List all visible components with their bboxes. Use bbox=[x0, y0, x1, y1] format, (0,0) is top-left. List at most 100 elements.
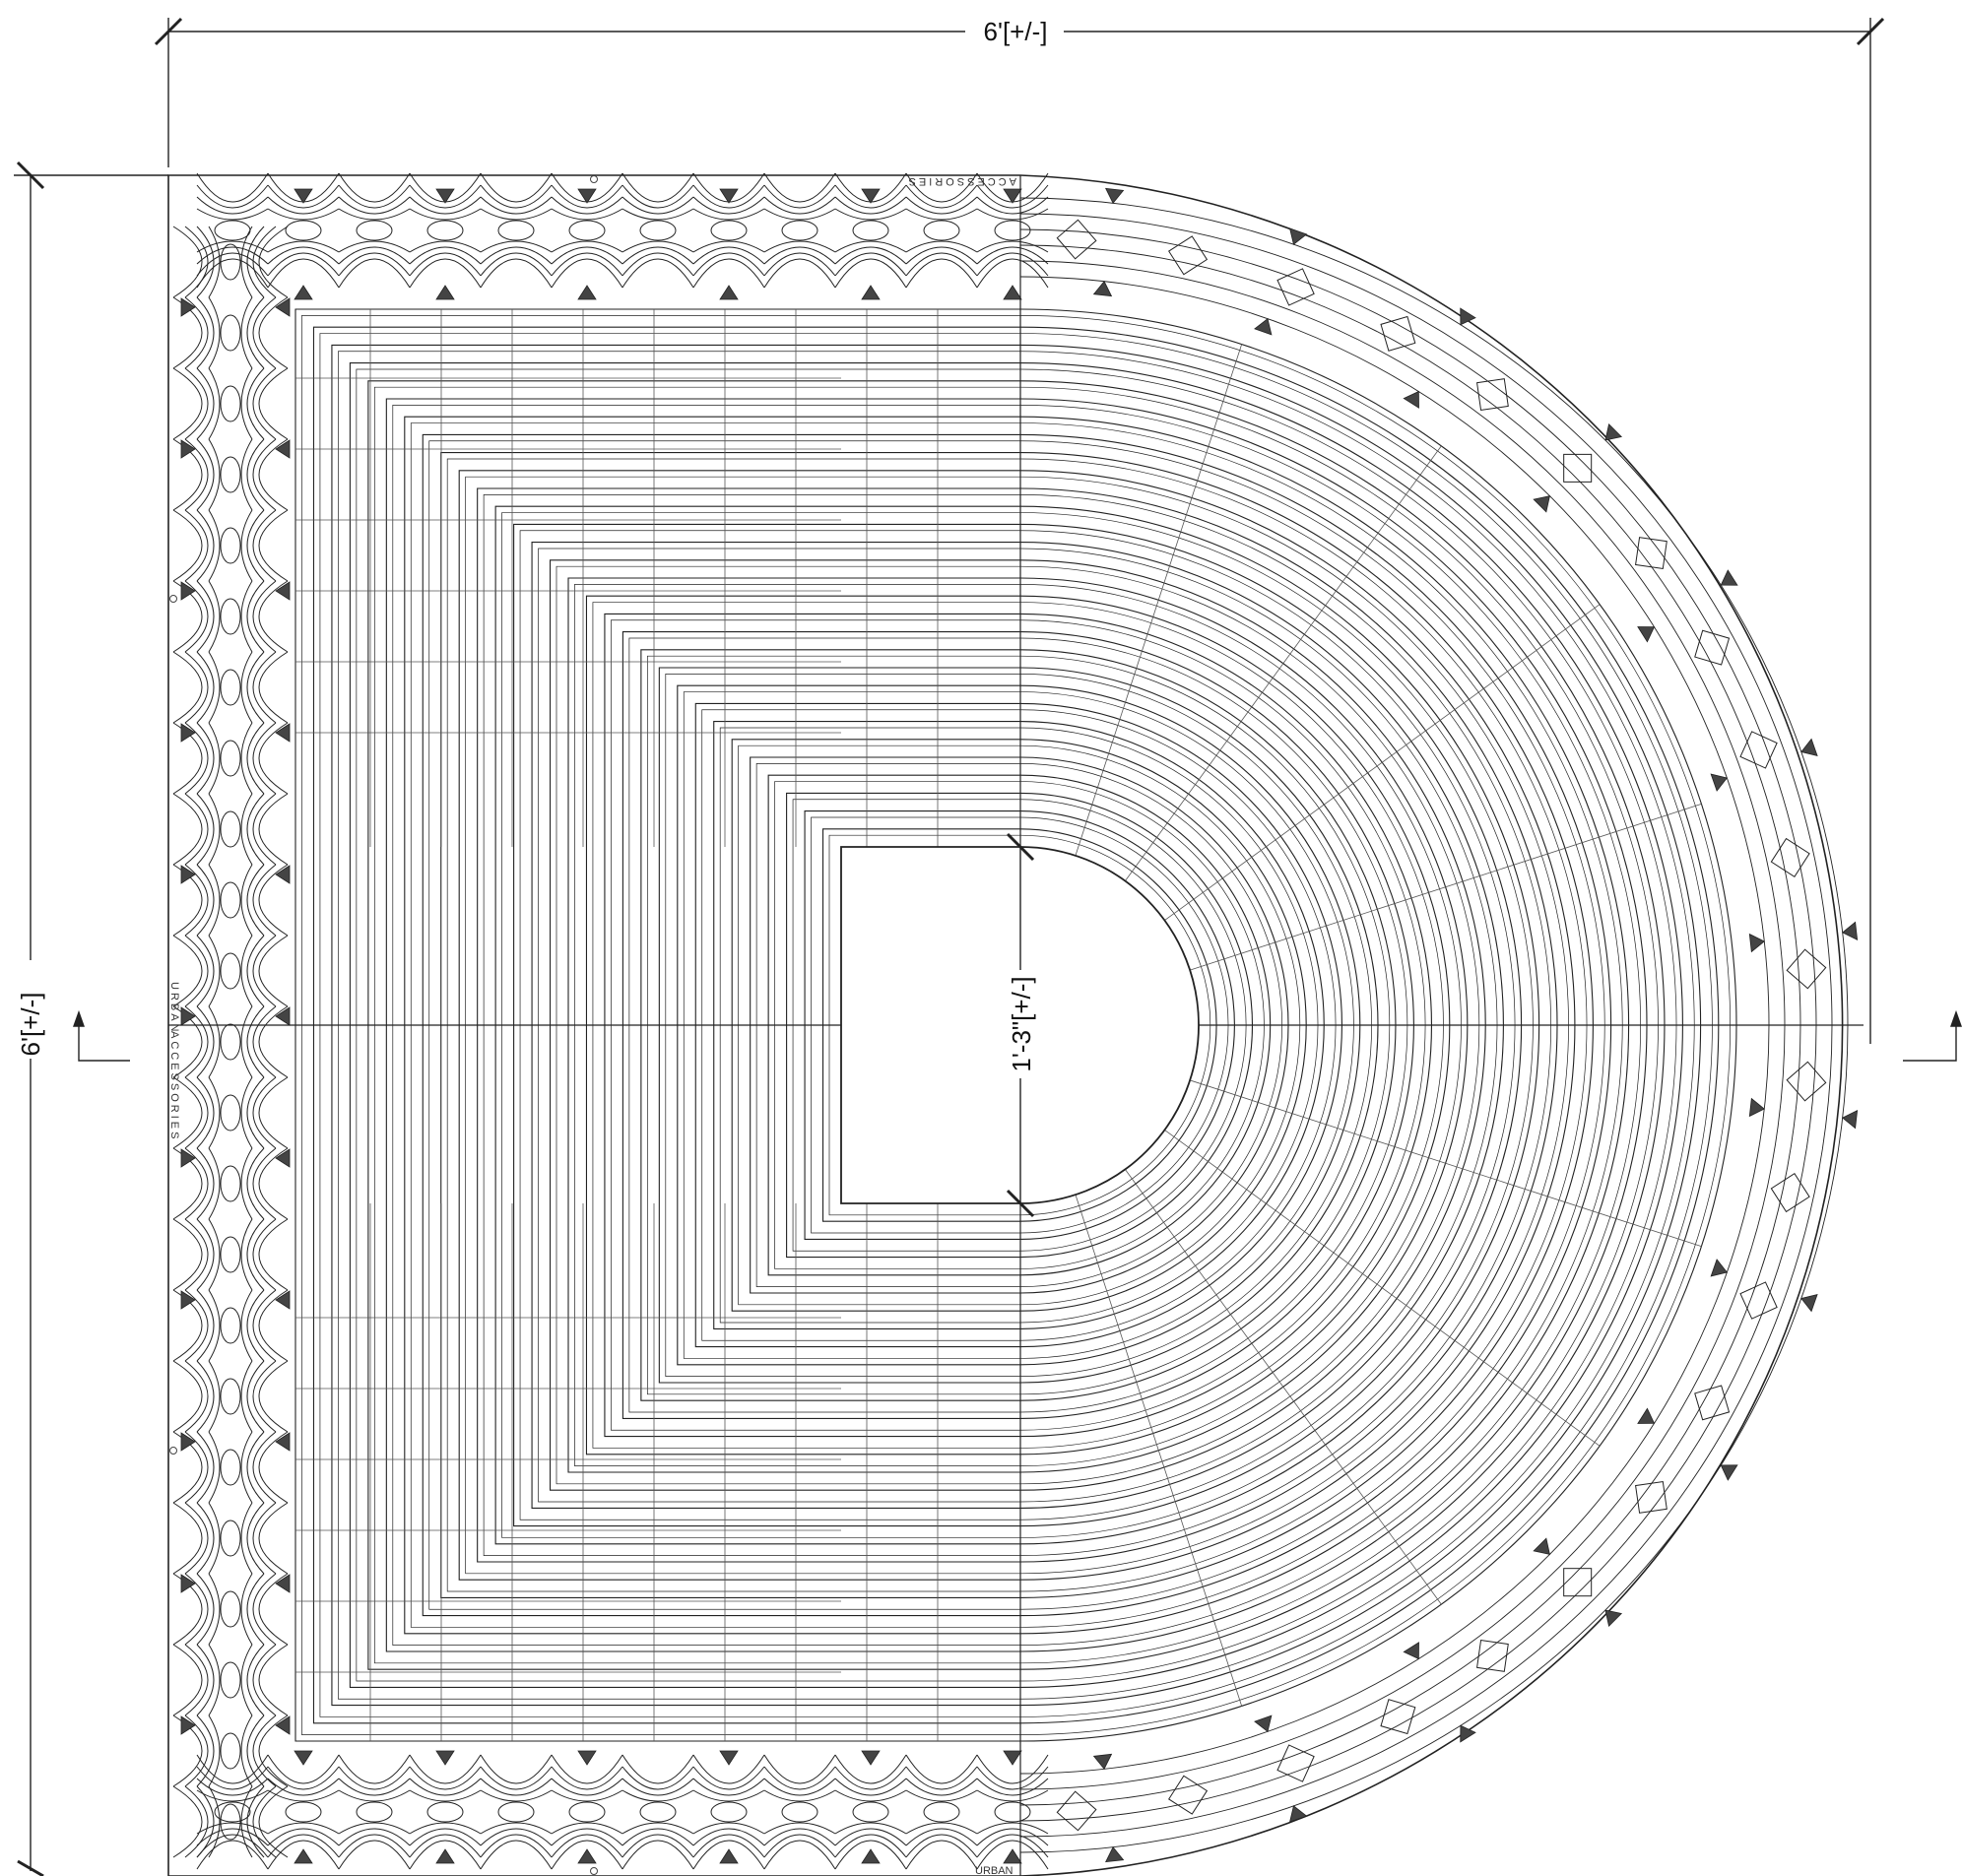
braid-eye bbox=[923, 1801, 960, 1823]
rib bbox=[1164, 1130, 1601, 1447]
braid-strand bbox=[409, 208, 482, 253]
braid-strand bbox=[763, 172, 836, 289]
triangle-mark bbox=[577, 1750, 597, 1766]
arc-knot bbox=[1635, 1481, 1668, 1514]
braid-strand bbox=[621, 1789, 694, 1835]
ring bbox=[585, 595, 1451, 1456]
triangle-mark bbox=[275, 581, 291, 601]
ring bbox=[549, 559, 1486, 1491]
braid-strand bbox=[480, 208, 553, 253]
arc-knot bbox=[1739, 731, 1778, 769]
triangle-mark bbox=[1003, 188, 1022, 204]
braid-eye bbox=[220, 1236, 241, 1273]
braid-strand bbox=[976, 184, 1049, 277]
triangle-mark bbox=[275, 1432, 291, 1452]
ring bbox=[567, 577, 1469, 1473]
braid-eye bbox=[220, 314, 241, 352]
triangle-mark bbox=[275, 1715, 291, 1735]
braid-strand bbox=[409, 196, 482, 265]
braid-eye bbox=[214, 1801, 251, 1823]
braid-strand bbox=[480, 184, 553, 277]
triangle-mark bbox=[1710, 773, 1729, 792]
triangle-mark bbox=[1092, 1753, 1113, 1770]
arc-knot bbox=[1056, 219, 1097, 260]
ring-inner bbox=[428, 440, 1605, 1610]
braid-strand bbox=[551, 208, 623, 253]
braid-eye bbox=[285, 220, 322, 241]
braid-strand bbox=[208, 1147, 253, 1220]
braid-strand bbox=[976, 1754, 1049, 1870]
ring-inner bbox=[501, 512, 1534, 1538]
arc-knot bbox=[1476, 378, 1509, 411]
braid-strand bbox=[763, 208, 836, 253]
ring bbox=[750, 756, 1289, 1294]
triangle-mark bbox=[180, 1148, 196, 1168]
braid-strand bbox=[196, 1218, 265, 1291]
triangle-mark bbox=[180, 723, 196, 743]
ring bbox=[294, 308, 1737, 1742]
ring-inner bbox=[774, 781, 1265, 1269]
ring-inner bbox=[373, 386, 1660, 1664]
braid-strand bbox=[692, 1778, 765, 1846]
border-band-top bbox=[196, 172, 1049, 289]
braid-strand bbox=[172, 1360, 289, 1433]
concentric-rings bbox=[294, 308, 1737, 1742]
braid-strand bbox=[905, 1766, 978, 1858]
triangle-mark bbox=[1748, 933, 1765, 953]
triangle-mark bbox=[180, 581, 196, 601]
braid-strand bbox=[208, 1714, 253, 1787]
ring bbox=[494, 505, 1540, 1545]
triangle-mark bbox=[577, 1848, 597, 1864]
braid-strand bbox=[196, 1360, 265, 1433]
braid-strand bbox=[208, 1218, 253, 1291]
ring-inner bbox=[483, 494, 1551, 1556]
braid-strand bbox=[196, 1502, 265, 1575]
arc-knot bbox=[1770, 837, 1810, 877]
braid-eye bbox=[220, 740, 241, 777]
braid-strand bbox=[480, 196, 553, 265]
braid-strand bbox=[208, 1502, 253, 1575]
triangle-mark bbox=[180, 1290, 196, 1310]
ring-inner bbox=[683, 691, 1354, 1359]
ring-inner bbox=[538, 548, 1498, 1503]
marking-left-urban: URBAN bbox=[168, 982, 180, 1035]
braid-strand bbox=[208, 651, 253, 724]
triangle-mark bbox=[1720, 569, 1738, 586]
braid-eye bbox=[220, 1165, 241, 1202]
braid-strand bbox=[184, 651, 277, 724]
dimension-opening-label: 1'-3"[+/-] bbox=[1007, 976, 1036, 1071]
braid-strand bbox=[409, 1778, 482, 1846]
ring-inner bbox=[356, 368, 1677, 1682]
braid-strand bbox=[551, 196, 623, 265]
triangle-mark bbox=[275, 439, 291, 459]
braid-eye bbox=[220, 1520, 241, 1557]
braid-strand bbox=[905, 1754, 978, 1870]
border-triangles bbox=[180, 187, 1859, 1864]
braid-eye bbox=[639, 220, 677, 241]
braid-strand bbox=[267, 1754, 340, 1870]
triangle-mark bbox=[719, 1750, 739, 1766]
rib bbox=[1125, 1169, 1442, 1605]
braid-strand bbox=[184, 1005, 277, 1078]
braid-strand bbox=[208, 226, 253, 298]
triangle-mark bbox=[275, 1148, 291, 1168]
ring bbox=[731, 739, 1307, 1312]
triangle-mark bbox=[1289, 1805, 1308, 1823]
arc-knot bbox=[1380, 1699, 1416, 1735]
braid-strand bbox=[208, 580, 253, 653]
triangle-mark bbox=[861, 1848, 881, 1864]
braid-eye bbox=[220, 1590, 241, 1628]
braid-strand bbox=[763, 196, 836, 265]
braid-strand bbox=[208, 296, 253, 369]
braid-strand bbox=[834, 1778, 907, 1846]
braid-eye bbox=[220, 881, 241, 919]
ring bbox=[385, 398, 1648, 1652]
ring bbox=[422, 433, 1612, 1617]
ring bbox=[694, 702, 1343, 1348]
braid-strand bbox=[692, 208, 765, 253]
triangle-mark bbox=[1403, 390, 1419, 409]
arc-knot bbox=[1786, 1061, 1827, 1102]
braid-strand bbox=[196, 1431, 265, 1504]
braid-strand bbox=[551, 184, 623, 277]
